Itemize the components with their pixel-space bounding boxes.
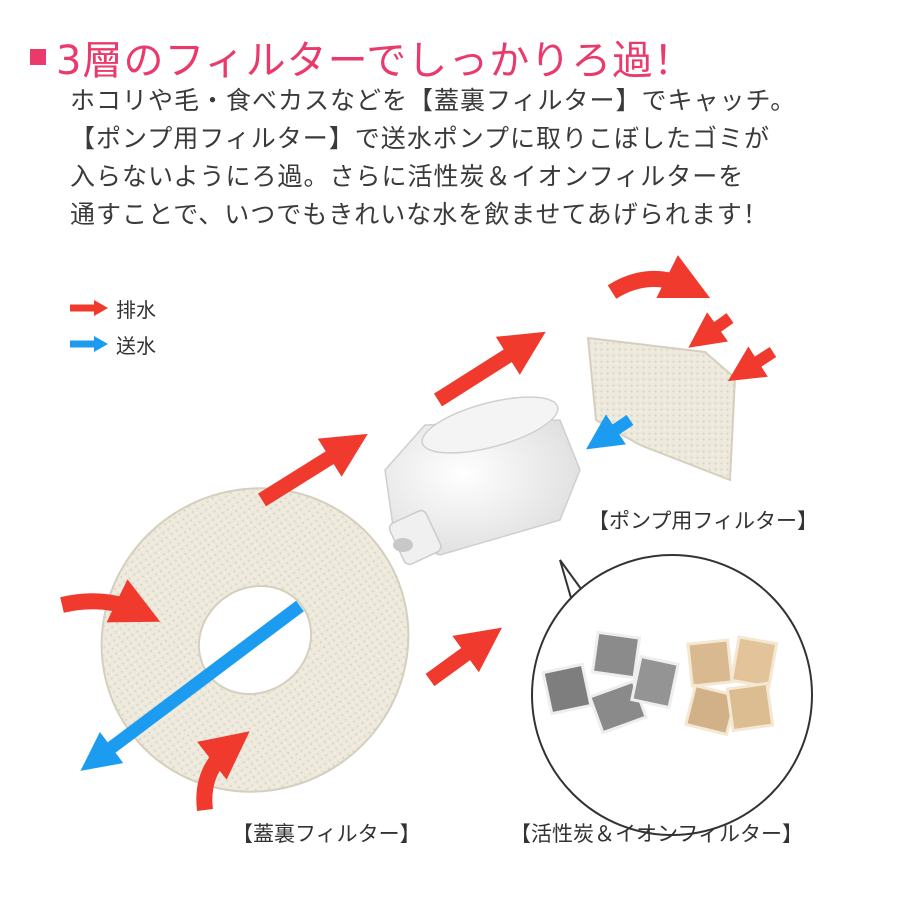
caption-lid-filter: 【蓋裏フィルター】 xyxy=(232,822,421,846)
red-arrow-icon xyxy=(70,300,108,316)
drain-arrow xyxy=(433,331,546,407)
pump-filter-housing xyxy=(384,396,581,566)
heading-title: 3層のフィルターでしっかりろ過！ xyxy=(56,38,695,84)
legend-item-drain: 排水 xyxy=(68,290,156,326)
feed-arrow-front xyxy=(80,600,304,771)
bullet-square-icon xyxy=(30,49,46,65)
drain-curved-arrow xyxy=(196,731,250,811)
pump-filter-sponge xyxy=(586,336,737,482)
drain-arrow xyxy=(258,433,368,507)
drain-curved-arrow xyxy=(60,579,161,623)
drain-arrow xyxy=(688,312,734,348)
blue-arrow-icon xyxy=(70,336,108,352)
drain-arrow xyxy=(425,627,502,687)
legend-item-feed: 送水 xyxy=(68,326,156,362)
drain-arrow xyxy=(727,346,777,382)
caption-carbon-filter: 【活性炭＆イオンフィルター】 xyxy=(510,822,803,846)
caption-pump-filter: 【ポンプ用フィルター】 xyxy=(588,509,818,533)
carbon-filter-bubble xyxy=(531,554,813,836)
description-line: 入らないようにろ過。さらに活性炭＆イオンフィルターを xyxy=(70,162,745,191)
heading: 3層のフィルターでしっかりろ過！ xyxy=(30,28,694,86)
description: ホコリや毛・食べカスなどを【蓋裏フィルター】でキャッチ。 【ポンプ用フィルター】… xyxy=(70,82,870,234)
description-line: 【ポンプ用フィルター】で送水ポンプに取りこぼしたゴミが xyxy=(70,124,771,153)
description-line: 通すことで、いつでもきれいな水を飲ませてあげられます！ xyxy=(70,200,769,229)
description-line: ホコリや毛・食べカスなどを【蓋裏フィルター】でキャッチ。 xyxy=(70,86,797,115)
feed-arrow xyxy=(586,414,634,450)
legend-label: 送水 xyxy=(116,333,156,358)
legend-label: 排水 xyxy=(116,297,156,322)
legend: 排水 送水 xyxy=(68,290,156,362)
drain-curved-arrow xyxy=(607,255,711,299)
